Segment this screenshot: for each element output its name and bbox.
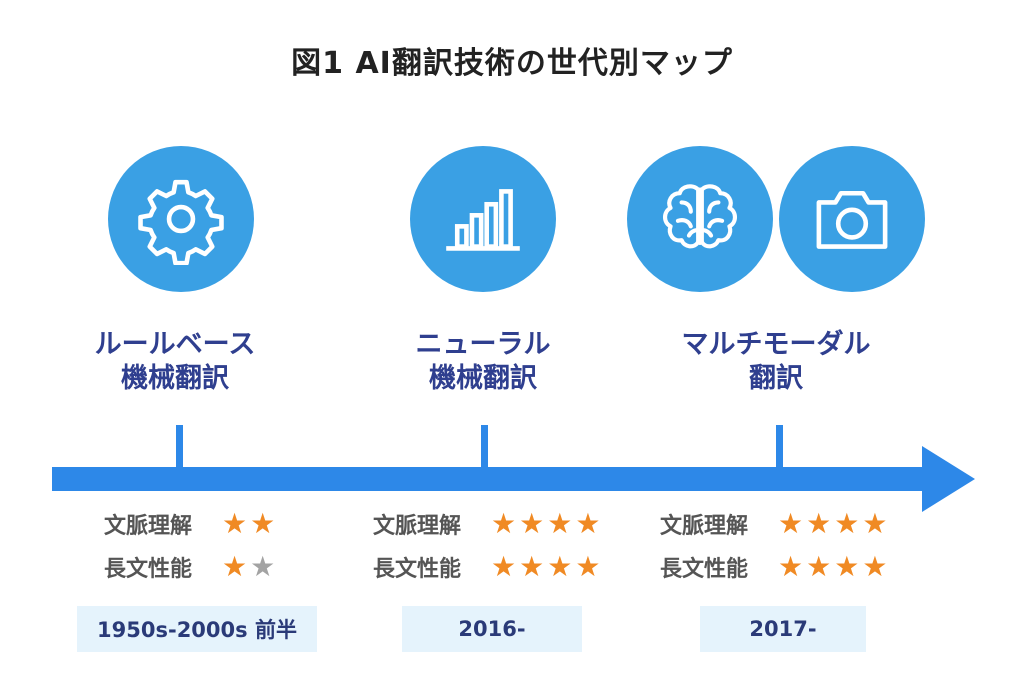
timeline-bar — [52, 467, 932, 491]
rating-label: 文脈理解 — [373, 514, 462, 539]
gen3-icon-circle-brain — [627, 146, 773, 292]
rating-label: 文脈理解 — [104, 514, 193, 539]
star-filled-icon: ★ — [862, 550, 888, 583]
star-filled-icon: ★ — [834, 507, 860, 540]
gen3-name-line2: 翻訳 — [749, 363, 803, 394]
gen2-name-line1: ニューラル — [415, 329, 551, 360]
gen2-name-line2: 機械翻訳 — [429, 363, 537, 394]
gen2-label: ニューラル 機械翻訳 — [343, 328, 623, 396]
star-rating: ★★★★ — [778, 509, 887, 539]
star-filled-icon: ★ — [250, 507, 276, 540]
timeline-tick-1 — [176, 425, 183, 470]
rating-label: 長文性能 — [660, 557, 749, 582]
gen1-label: ルールベース 機械翻訳 — [35, 328, 315, 396]
star-filled-icon: ★ — [547, 550, 573, 583]
gen1-era-badge: 1950s-2000s 前半 — [77, 606, 317, 652]
gen3-rating-context: 文脈理解 ★★★★ — [660, 509, 887, 540]
gen2-icon-circle — [410, 146, 556, 292]
star-rating: ★★★★ — [491, 552, 600, 582]
star-empty-icon: ★ — [250, 550, 276, 583]
rating-label: 文脈理解 — [660, 514, 749, 539]
star-filled-icon: ★ — [778, 507, 804, 540]
brain-icon — [662, 184, 738, 249]
star-filled-icon: ★ — [491, 507, 517, 540]
gen1-name-line1: ルールベース — [94, 329, 256, 360]
page-title: 図1 AI翻訳技術の世代別マップ — [291, 46, 733, 81]
rating-label: 長文性能 — [104, 557, 193, 582]
star-filled-icon: ★ — [519, 507, 545, 540]
gen2-rating-context: 文脈理解 ★★★★ — [373, 509, 600, 540]
gen1-rating-context: 文脈理解 ★★ — [104, 509, 275, 540]
star-filled-icon: ★ — [222, 550, 248, 583]
camera-icon — [816, 190, 888, 249]
gear-icon — [138, 179, 224, 265]
star-rating: ★★ — [222, 552, 275, 582]
gen3-icon-circle-camera — [779, 146, 925, 292]
star-filled-icon: ★ — [806, 550, 832, 583]
gen3-label: マルチモーダル 翻訳 — [636, 328, 916, 396]
star-filled-icon: ★ — [519, 550, 545, 583]
star-rating: ★★★★ — [778, 552, 887, 582]
gen3-name-line1: マルチモーダル — [681, 329, 871, 360]
timeline-arrow — [52, 425, 975, 512]
star-filled-icon: ★ — [806, 507, 832, 540]
gen3-rating-long-text: 長文性能 ★★★★ — [660, 552, 887, 583]
star-filled-icon: ★ — [575, 507, 601, 540]
gen2-era-badge: 2016- — [402, 606, 582, 652]
gen1-rating-long-text: 長文性能 ★★ — [104, 552, 275, 583]
gen1-icon-circle — [108, 146, 254, 292]
star-filled-icon: ★ — [222, 507, 248, 540]
timeline-tick-3 — [776, 425, 783, 470]
star-filled-icon: ★ — [778, 550, 804, 583]
gen2-rating-long-text: 長文性能 ★★★★ — [373, 552, 600, 583]
gen1-name-line2: 機械翻訳 — [121, 363, 229, 394]
timeline-arrowhead — [922, 446, 975, 512]
star-rating: ★★ — [222, 509, 275, 539]
star-filled-icon: ★ — [862, 507, 888, 540]
star-rating: ★★★★ — [491, 509, 600, 539]
gen3-era-badge: 2017- — [700, 606, 866, 652]
bar-chart-icon — [446, 189, 520, 251]
timeline-tick-2 — [481, 425, 488, 470]
star-filled-icon: ★ — [834, 550, 860, 583]
star-filled-icon: ★ — [547, 507, 573, 540]
rating-label: 長文性能 — [373, 557, 462, 582]
star-filled-icon: ★ — [575, 550, 601, 583]
star-filled-icon: ★ — [491, 550, 517, 583]
